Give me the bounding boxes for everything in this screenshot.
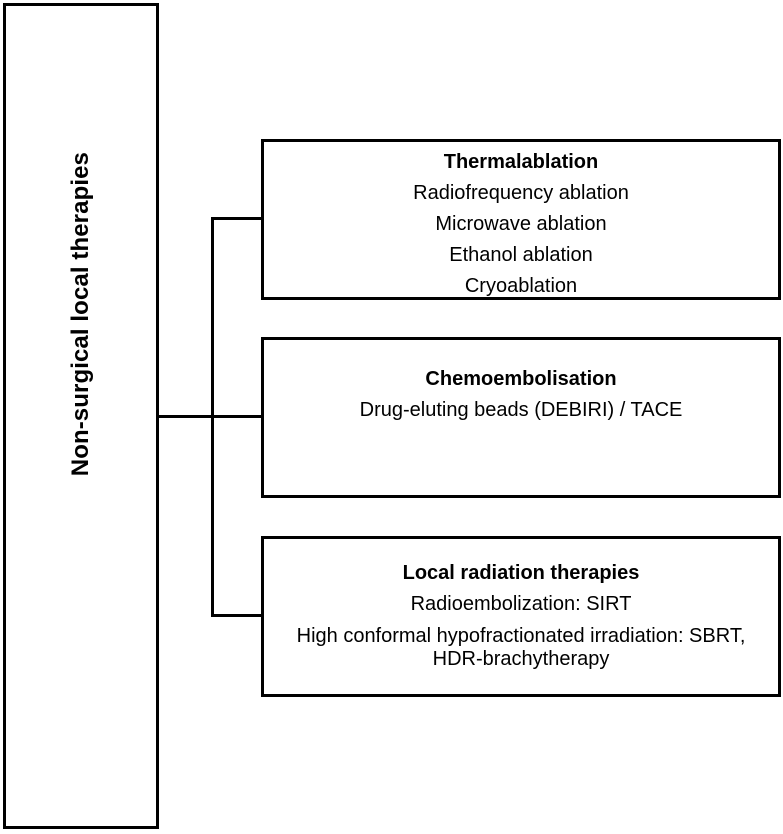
branch-thermalablation-title: Thermalablation [443,151,599,173]
branch-radiation-content: Local radiation therapies Radioembolizat… [264,539,778,671]
branch-radiation-title: Local radiation therapies [402,562,640,584]
branch-chemoembolisation-title: Chemoembolisation [425,368,617,390]
branch-thermalablation-item-3: Cryoablation [464,275,578,297]
connector-stub-radiation [211,614,264,617]
branch-node-chemoembolisation[interactable]: Chemoembolisation Drug-eluting beads (DE… [261,337,781,498]
branch-chemoembolisation-content: Chemoembolisation Drug-eluting beads (DE… [264,340,778,420]
branch-chemoembolisation-item-0: Drug-eluting beads (DEBIRI) / TACE [359,399,683,421]
connector-stub-chemoembolisation [211,415,264,418]
branch-radiation-item-0: Radioembolization: SIRT [410,593,632,615]
branch-node-local-radiation-therapies[interactable]: Local radiation therapies Radioembolizat… [261,536,781,697]
root-label-container: Non-surgical local therapies [6,6,156,826]
branch-radiation-item-1: High conformal hypofractionated irradiat… [296,625,746,670]
connector-stub-thermalablation [211,217,264,220]
root-node-label: Non-surgical local therapies [67,152,94,477]
branch-node-thermalablation[interactable]: Thermalablation Radiofrequency ablation … [261,139,781,300]
connector-root-to-spine [159,415,214,418]
branch-thermalablation-item-0: Radiofrequency ablation [413,182,629,204]
root-node-non-surgical-local-therapies[interactable]: Non-surgical local therapies [3,3,159,829]
branch-thermalablation-item-2: Ethanol ablation [449,244,593,266]
branch-thermalablation-item-1: Microwave ablation [435,213,607,235]
branch-thermalablation-content: Thermalablation Radiofrequency ablation … [264,142,778,296]
